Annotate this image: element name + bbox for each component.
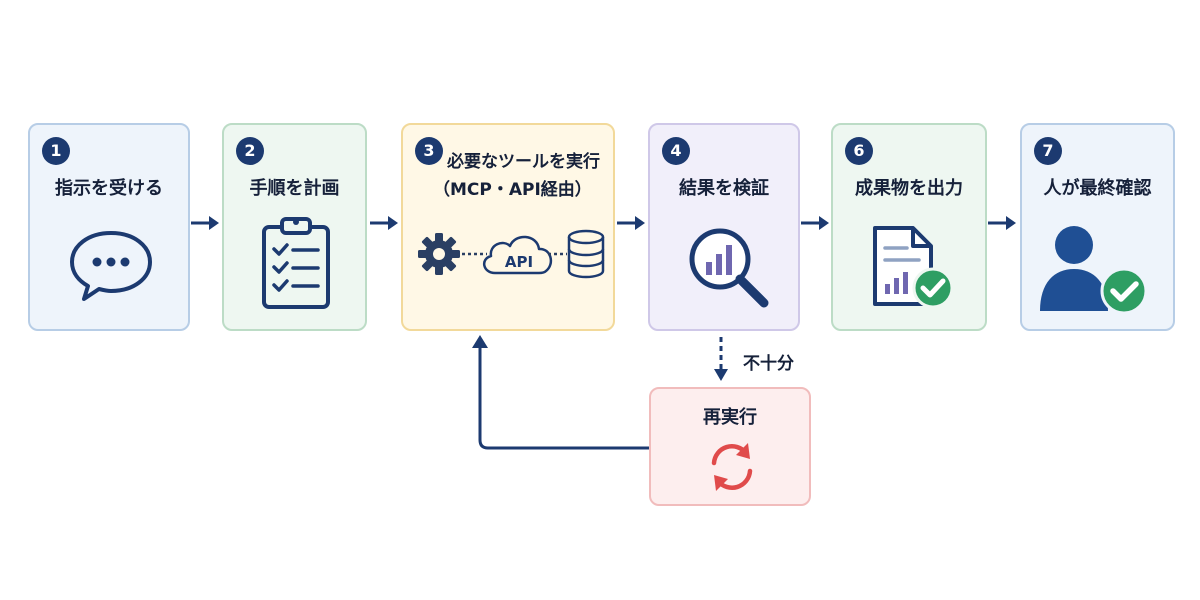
document-check-icon bbox=[873, 226, 954, 309]
step-title-2: 手順を計画 bbox=[249, 178, 340, 199]
database-icon bbox=[567, 229, 605, 279]
refresh-icon bbox=[711, 443, 753, 491]
dashed-arrow-to-retry bbox=[714, 337, 728, 381]
step-title-3-line1: 必要なツールを実行 bbox=[447, 152, 600, 172]
arrow-4-to-6 bbox=[801, 216, 829, 230]
step-number-1: 1 bbox=[42, 137, 70, 165]
step-number-6: 6 bbox=[845, 137, 873, 165]
step-card-6: 6 成果物を出力 bbox=[831, 123, 987, 331]
step-number-3: 3 bbox=[415, 137, 443, 165]
arrow-6-to-7 bbox=[988, 216, 1016, 230]
api-label: API bbox=[505, 253, 533, 271]
step-title-7: 人が最終確認 bbox=[1043, 178, 1152, 199]
magnifier-chart-icon bbox=[689, 228, 769, 308]
step-card-3: 3 必要なツールを実行 （MCP・API経由） bbox=[401, 123, 615, 331]
step-title-4: 結果を検証 bbox=[679, 178, 769, 199]
arrow-1-to-2 bbox=[191, 216, 219, 230]
loop-back-arrow bbox=[472, 335, 649, 450]
step-number-7: 7 bbox=[1034, 137, 1062, 165]
gear-api-database-icon: API bbox=[418, 229, 605, 279]
step-title-1: 指示を受ける bbox=[55, 178, 163, 199]
arrow-3-to-4 bbox=[617, 216, 645, 230]
step-number-2: 2 bbox=[236, 137, 264, 165]
cloud-icon bbox=[483, 235, 553, 275]
arrow-2-to-3 bbox=[370, 216, 398, 230]
step-number-4: 4 bbox=[662, 137, 690, 165]
step-card-1: 1 指示を受ける bbox=[28, 123, 190, 331]
step-card-4: 4 結果を検証 bbox=[648, 123, 800, 331]
gear-icon bbox=[418, 233, 460, 275]
step-card-2: 2 手順を計画 bbox=[222, 123, 367, 331]
person-check-icon bbox=[1040, 226, 1148, 315]
step-title-6: 成果物を出力 bbox=[855, 178, 963, 199]
retry-card: 再実行 bbox=[649, 387, 811, 506]
step-card-7: 7 人が最終確認 bbox=[1020, 123, 1175, 331]
retry-title: 再実行 bbox=[703, 407, 757, 428]
insufficient-label: 不十分 bbox=[743, 354, 794, 374]
step-title-3-line2: （MCP・API経由） bbox=[433, 180, 592, 200]
chat-bubble-icon bbox=[70, 231, 152, 301]
clipboard-checklist-icon bbox=[262, 217, 330, 309]
